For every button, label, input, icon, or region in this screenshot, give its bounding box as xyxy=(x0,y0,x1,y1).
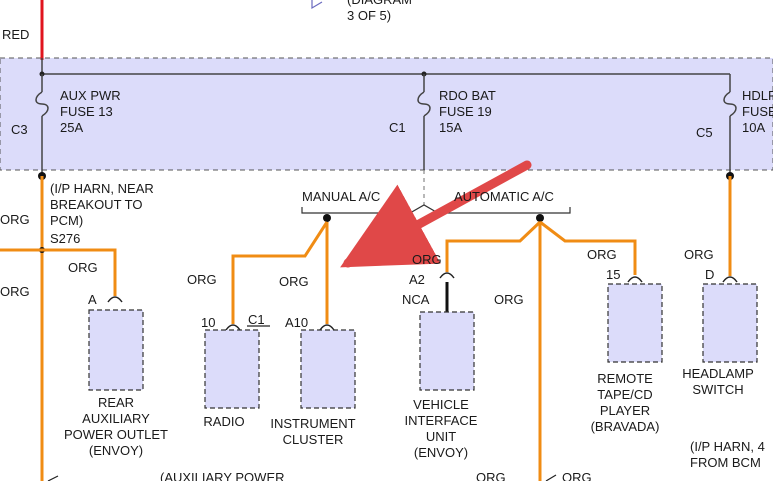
fuse-13-symbol xyxy=(35,91,49,117)
auxiliary-power-label: (AUXILIARY POWER xyxy=(160,470,285,481)
headlamp-switch-box xyxy=(702,283,758,363)
fuse-19-symbol xyxy=(417,91,431,117)
rear-aux-outlet-box xyxy=(88,309,144,391)
fuse-box xyxy=(0,57,773,171)
wire-org-label: ORG xyxy=(187,272,217,287)
viu-pin-label: A2 xyxy=(409,272,425,287)
rear-aux-wire xyxy=(42,248,117,296)
radio-connector-label: C1 xyxy=(248,312,265,327)
tape-pin-label: 15 xyxy=(606,267,621,282)
rear-aux-outlet-label: REAR AUXILIARY POWER OUTLET (ENVOY) xyxy=(63,395,168,458)
radio-box xyxy=(204,329,260,409)
pin-a-label: A xyxy=(88,292,97,307)
wire-org-label: ORG xyxy=(68,260,98,275)
radio-pin-label: 10 xyxy=(201,315,216,330)
cluster-pin-label: A10 xyxy=(285,315,309,330)
connector-c1-label: C1 xyxy=(389,120,406,135)
headlamp-switch-label: HEADLAMP SWITCH xyxy=(682,366,754,397)
wire-org-label: ORG xyxy=(684,247,714,262)
connector-c5-label: C5 xyxy=(696,125,713,140)
ip-harness-bcm-label: (I/P HARN, 4 FROM BCM xyxy=(690,439,765,470)
manual-node xyxy=(323,214,331,222)
radio-wire xyxy=(231,221,329,324)
automatic-node xyxy=(536,214,544,222)
diagram-ref-arrow xyxy=(311,0,323,10)
fuse-hdlp-label: HDLP FUSE 10A xyxy=(742,88,773,135)
radio-label: RADIO xyxy=(203,414,245,429)
vehicle-interface-unit-box xyxy=(419,311,475,391)
instrument-cluster-box xyxy=(300,329,356,409)
tape-cd-player-label: REMOTE TAPE/CD PLAYER (BRAVADA) xyxy=(590,371,660,434)
fuse-hdlp-symbol xyxy=(723,91,737,117)
red-wire-label: RED xyxy=(2,27,30,42)
annotation-arrow xyxy=(340,160,532,268)
vehicle-interface-unit-label: VEHICLE INTERFACE UNIT (ENVOY) xyxy=(404,397,478,460)
headlamp-pin-label: D xyxy=(705,267,715,282)
tape-cd-player-box xyxy=(607,283,663,363)
viu-nca-label: NCA xyxy=(402,292,430,307)
splice-s276-label: S276 xyxy=(50,231,81,246)
viu-wire xyxy=(445,220,542,272)
wire-org-label: ORG xyxy=(0,284,30,299)
wire-org-label: ORG xyxy=(494,292,524,307)
fuse-19-label: RDO BAT FUSE 19 15A xyxy=(439,88,496,135)
ip-harness-near-label: (I/P HARN, NEAR BREAKOUT TO PCM) xyxy=(50,181,154,228)
automatic-ac-label: AUTOMATIC A/C xyxy=(454,189,554,204)
wire-org-label: ORG xyxy=(476,470,506,481)
connector-c3-label: C3 xyxy=(11,122,28,137)
wire-org-label: ORG xyxy=(279,274,309,289)
diagram-reference-label: (DIAGRAM 3 OF 5) xyxy=(347,0,412,23)
wire-org-label: ORG xyxy=(412,252,442,267)
instrument-cluster-label: INSTRUMENT CLUSTER xyxy=(270,416,356,447)
manual-ac-label: MANUAL A/C xyxy=(302,189,381,204)
wire-org-label: ORG xyxy=(0,212,30,227)
tape-wire xyxy=(539,220,637,275)
wire-org-label: ORG xyxy=(587,247,617,262)
wire-org-label: ORG xyxy=(562,470,592,481)
fuse-13-label: AUX PWR FUSE 13 25A xyxy=(60,88,121,135)
